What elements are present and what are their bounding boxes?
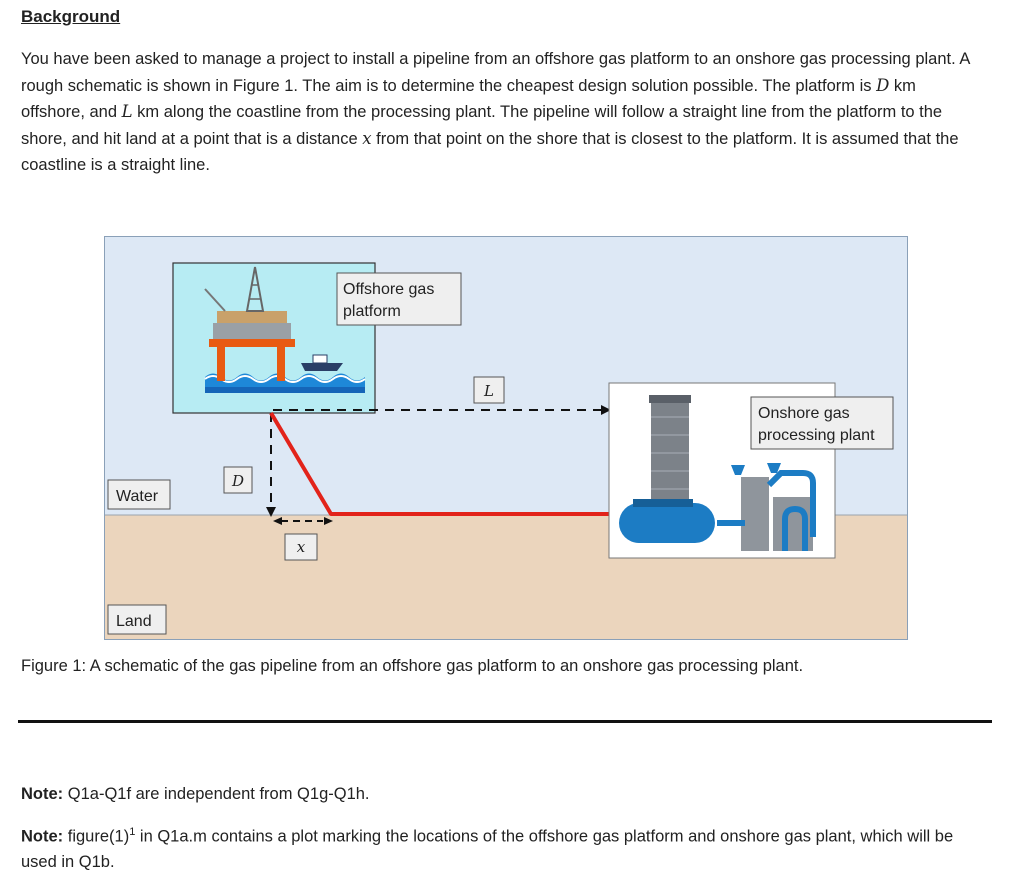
water-label: Water bbox=[116, 488, 159, 505]
platform-label-line2: platform bbox=[343, 303, 401, 320]
note-2-footnote-marker: 1 bbox=[129, 826, 136, 838]
x-label-box: x bbox=[284, 533, 318, 561]
section-heading: Background bbox=[21, 7, 121, 26]
section-divider bbox=[18, 720, 992, 723]
note-2-text-a: figure(1) bbox=[63, 827, 130, 846]
d-label: D bbox=[231, 472, 244, 490]
intro-text-4: from that point on the shore that is clo… bbox=[21, 129, 959, 175]
onshore-plant-image bbox=[608, 382, 836, 559]
intro-text-1: You have been asked to manage a project … bbox=[21, 50, 970, 95]
d-distance-line bbox=[266, 413, 276, 517]
note-1-label: Note: bbox=[21, 785, 64, 803]
x-distance-arrow bbox=[273, 517, 333, 525]
offshore-platform-image bbox=[172, 262, 376, 414]
var-l: L bbox=[121, 102, 133, 121]
var-d: D bbox=[876, 75, 890, 95]
intro-text-2: km offshore, and bbox=[21, 76, 916, 122]
l-distance-arrow bbox=[273, 405, 611, 415]
figure-caption: Figure 1: A schematic of the gas pipelin… bbox=[21, 657, 804, 675]
plant-label-line2: processing plant bbox=[758, 427, 875, 444]
plant-label-line1: Onshore gas bbox=[758, 405, 850, 422]
land-label-box: Land bbox=[107, 604, 167, 635]
d-label-box: D bbox=[223, 466, 253, 494]
plant-label-box: Onshore gas processing plant bbox=[750, 396, 894, 450]
note-1: Note: Q1a-Q1f are independent from Q1g-Q… bbox=[21, 782, 991, 807]
schematic-svg: Offshore gas platform L D x bbox=[105, 237, 907, 639]
note-2-text-b: in Q1a.m contains a plot marking the loc… bbox=[21, 827, 954, 871]
intro-text-3: km along the coastline from the processi… bbox=[21, 103, 943, 148]
note-2-label: Note: bbox=[21, 827, 64, 846]
land-label: Land bbox=[116, 613, 152, 630]
l-label: L bbox=[483, 382, 494, 400]
pipeline-schematic-figure: Offshore gas platform L D x bbox=[104, 236, 908, 640]
pipeline-route bbox=[269, 411, 625, 516]
water-label-box: Water bbox=[107, 479, 171, 510]
platform-label-box: Offshore gas platform bbox=[336, 272, 462, 326]
note-1-text: Q1a-Q1f are independent from Q1g-Q1h. bbox=[63, 785, 370, 803]
platform-label-line1: Offshore gas bbox=[343, 281, 434, 298]
l-label-box: L bbox=[473, 376, 505, 404]
x-label: x bbox=[297, 538, 306, 556]
intro-paragraph: You have been asked to manage a project … bbox=[21, 46, 981, 179]
var-x: x bbox=[362, 128, 372, 148]
note-2: Note: figure(1)1 in Q1a.m contains a plo… bbox=[21, 820, 991, 875]
